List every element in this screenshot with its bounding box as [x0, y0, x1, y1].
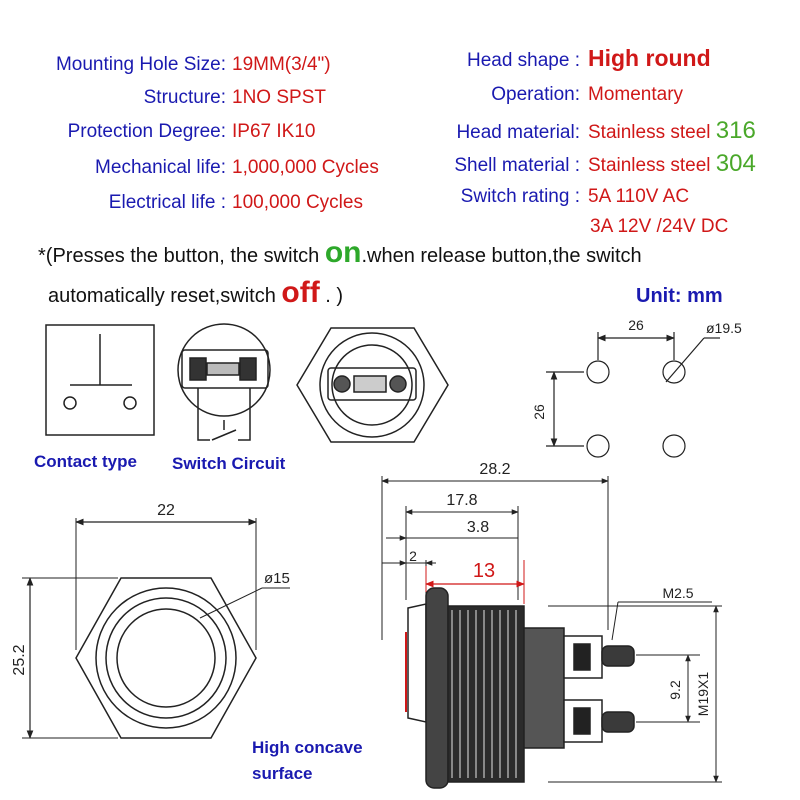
- spec-mounting-hole: Mounting Hole Size:19MM(3/4"): [55, 54, 331, 75]
- dim-3-8: 3.8: [467, 519, 489, 536]
- spec-head-material: Head material:Stainless steel 316: [456, 117, 756, 144]
- dim-hole-dia: ø19.5: [706, 320, 742, 336]
- spec-mechanical-life: Mechanical life:1,000,000 Cycles: [95, 157, 379, 178]
- side-dimensions: [381, 476, 722, 783]
- contact-type-symbol: [45, 324, 155, 436]
- spec-switch-rating: Switch rating :5A 110V AC: [460, 186, 690, 207]
- spec-shell-material: Shell material :Stainless steel 304: [454, 150, 756, 177]
- rear-view: [296, 327, 449, 443]
- dim-front-dia: ø15: [264, 570, 290, 587]
- dim-total-length: 28.2: [479, 461, 510, 478]
- note-off: off: [281, 276, 320, 309]
- dim-hole-spacing-h: 26: [628, 317, 644, 333]
- dim-17-8: 17.8: [446, 492, 477, 509]
- dim-front-height: 25.2: [11, 644, 28, 675]
- spec-rating-line2: 3A 12V /24V DC: [590, 216, 729, 237]
- dim-pin-spacing: 9.2: [667, 680, 683, 700]
- caption-switch-circuit: Switch Circuit: [172, 454, 286, 473]
- switch-circuit-symbol: [177, 323, 271, 441]
- dim-thread: M19X1: [695, 672, 711, 717]
- caption-concave-line1: High concave: [252, 738, 363, 757]
- dim-hole-spacing-v: 26: [531, 404, 547, 420]
- side-view: [405, 587, 635, 789]
- spec-operation: Operation:Momentary: [491, 84, 684, 105]
- note-line1: *(Presses the button, the switch on.when…: [38, 236, 642, 269]
- dim-screw: M2.5: [662, 585, 693, 601]
- spec-electrical-life: Electrical life :100,000 Cycles: [108, 192, 363, 213]
- spec-protection: Protection Degree:IP67 IK10: [67, 121, 316, 142]
- front-view: [22, 518, 290, 739]
- hole-pattern: [546, 332, 720, 458]
- dim-2: 2: [409, 548, 417, 564]
- spec-structure: Structure:1NO SPST: [143, 87, 326, 108]
- spec-head-shape: Head shape :High round: [466, 45, 711, 72]
- dim-13: 13: [473, 560, 495, 582]
- unit-label: Unit: mm: [636, 285, 723, 307]
- caption-contact-type: Contact type: [34, 452, 137, 471]
- caption-concave-line2: surface: [252, 764, 313, 783]
- note-on: on: [324, 236, 362, 269]
- note-line2: automatically reset,switch off . ): [48, 276, 344, 309]
- dim-front-width: 22: [157, 502, 175, 519]
